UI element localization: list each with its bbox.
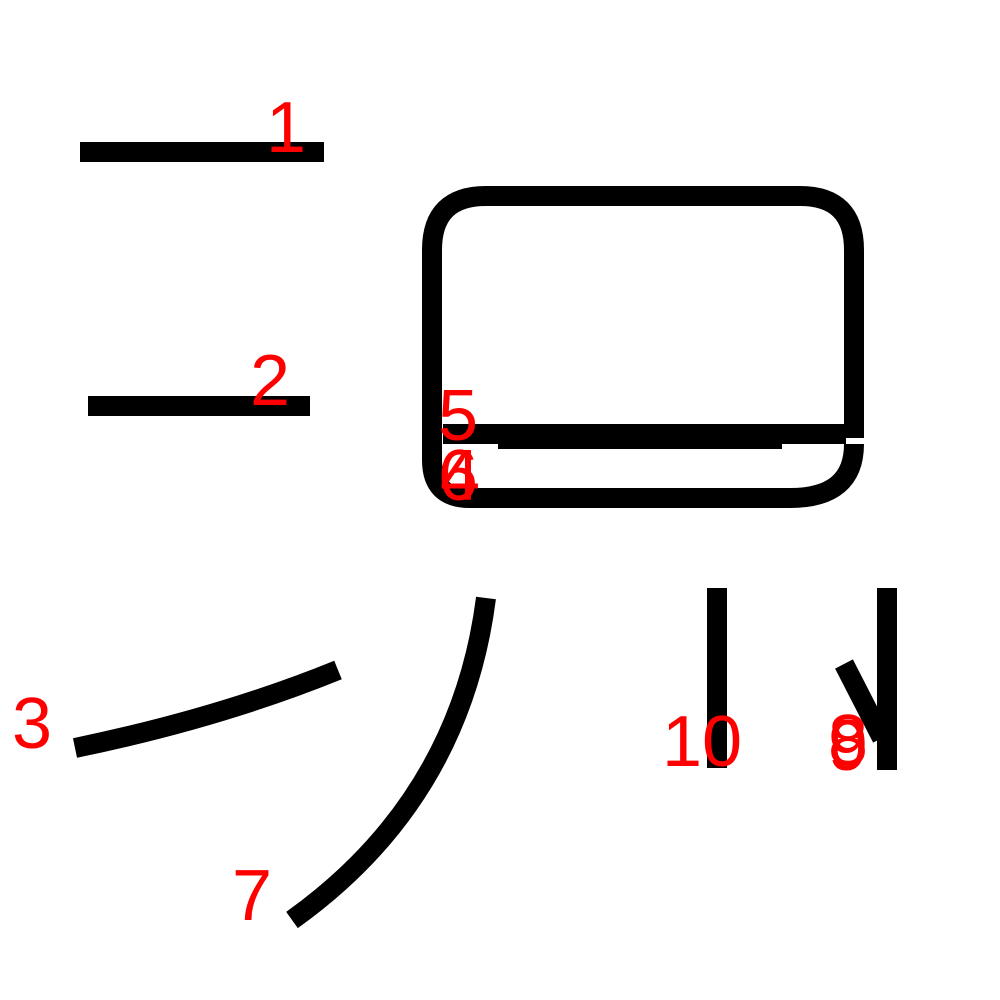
stroke-6-path: [470, 443, 864, 508]
stroke-label-6: 6: [438, 436, 478, 516]
stroke-label-9: 9: [828, 706, 868, 786]
stroke-label-7: 7: [232, 856, 272, 936]
stroke-4-path: [422, 186, 864, 508]
stroke-label-8: 8: [828, 701, 868, 781]
stroke-7-path: [286, 596, 496, 929]
stroke-label-10: 10: [662, 702, 742, 782]
stroke-label-5: 5: [438, 376, 478, 456]
labels-group: 1 2 3 4 5 6 7 8 9 10: [12, 88, 868, 936]
stroke-3-path: [72, 660, 342, 758]
stroke-label-2: 2: [250, 341, 290, 421]
stroke-label-1: 1: [266, 88, 306, 168]
stroke-label-3: 3: [12, 684, 52, 764]
stroke-9-path: [835, 659, 891, 743]
strokes-group: [72, 142, 897, 929]
stroke-label-4: 4: [440, 436, 480, 516]
